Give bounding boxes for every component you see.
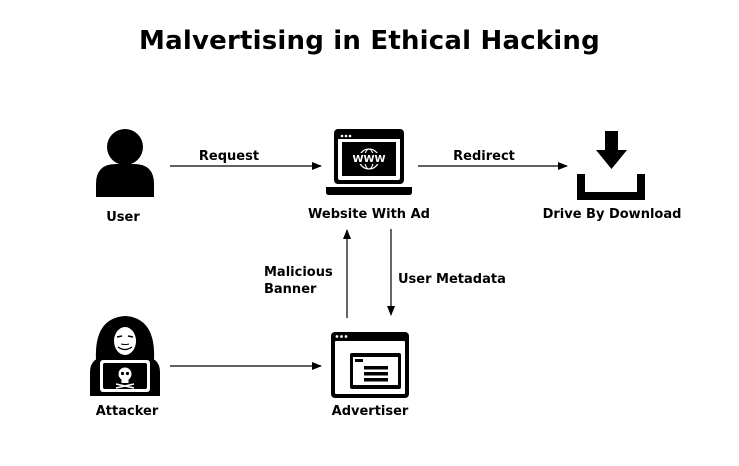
hooded-hacker-icon	[90, 316, 160, 396]
user-icon	[96, 129, 154, 197]
user-metadata-label: User Metadata	[398, 272, 506, 287]
website-label: Website With Ad	[308, 207, 430, 222]
malicious-banner-label-line1: Malicious	[264, 265, 333, 280]
www-text: WWW	[352, 154, 385, 165]
malicious-banner-label-line2: Banner	[264, 282, 317, 297]
page-title: Malvertising in Ethical Hacking	[139, 26, 600, 56]
user-label: User	[106, 210, 140, 225]
redirect-label: Redirect	[453, 149, 515, 164]
browser-window-icon	[331, 332, 409, 398]
attacker-label: Attacker	[96, 404, 159, 419]
request-label: Request	[199, 149, 259, 164]
download-icon	[577, 131, 645, 200]
laptop-www-icon: WWW	[326, 129, 412, 195]
download-label: Drive By Download	[543, 207, 682, 222]
advertiser-label: Advertiser	[332, 404, 409, 419]
